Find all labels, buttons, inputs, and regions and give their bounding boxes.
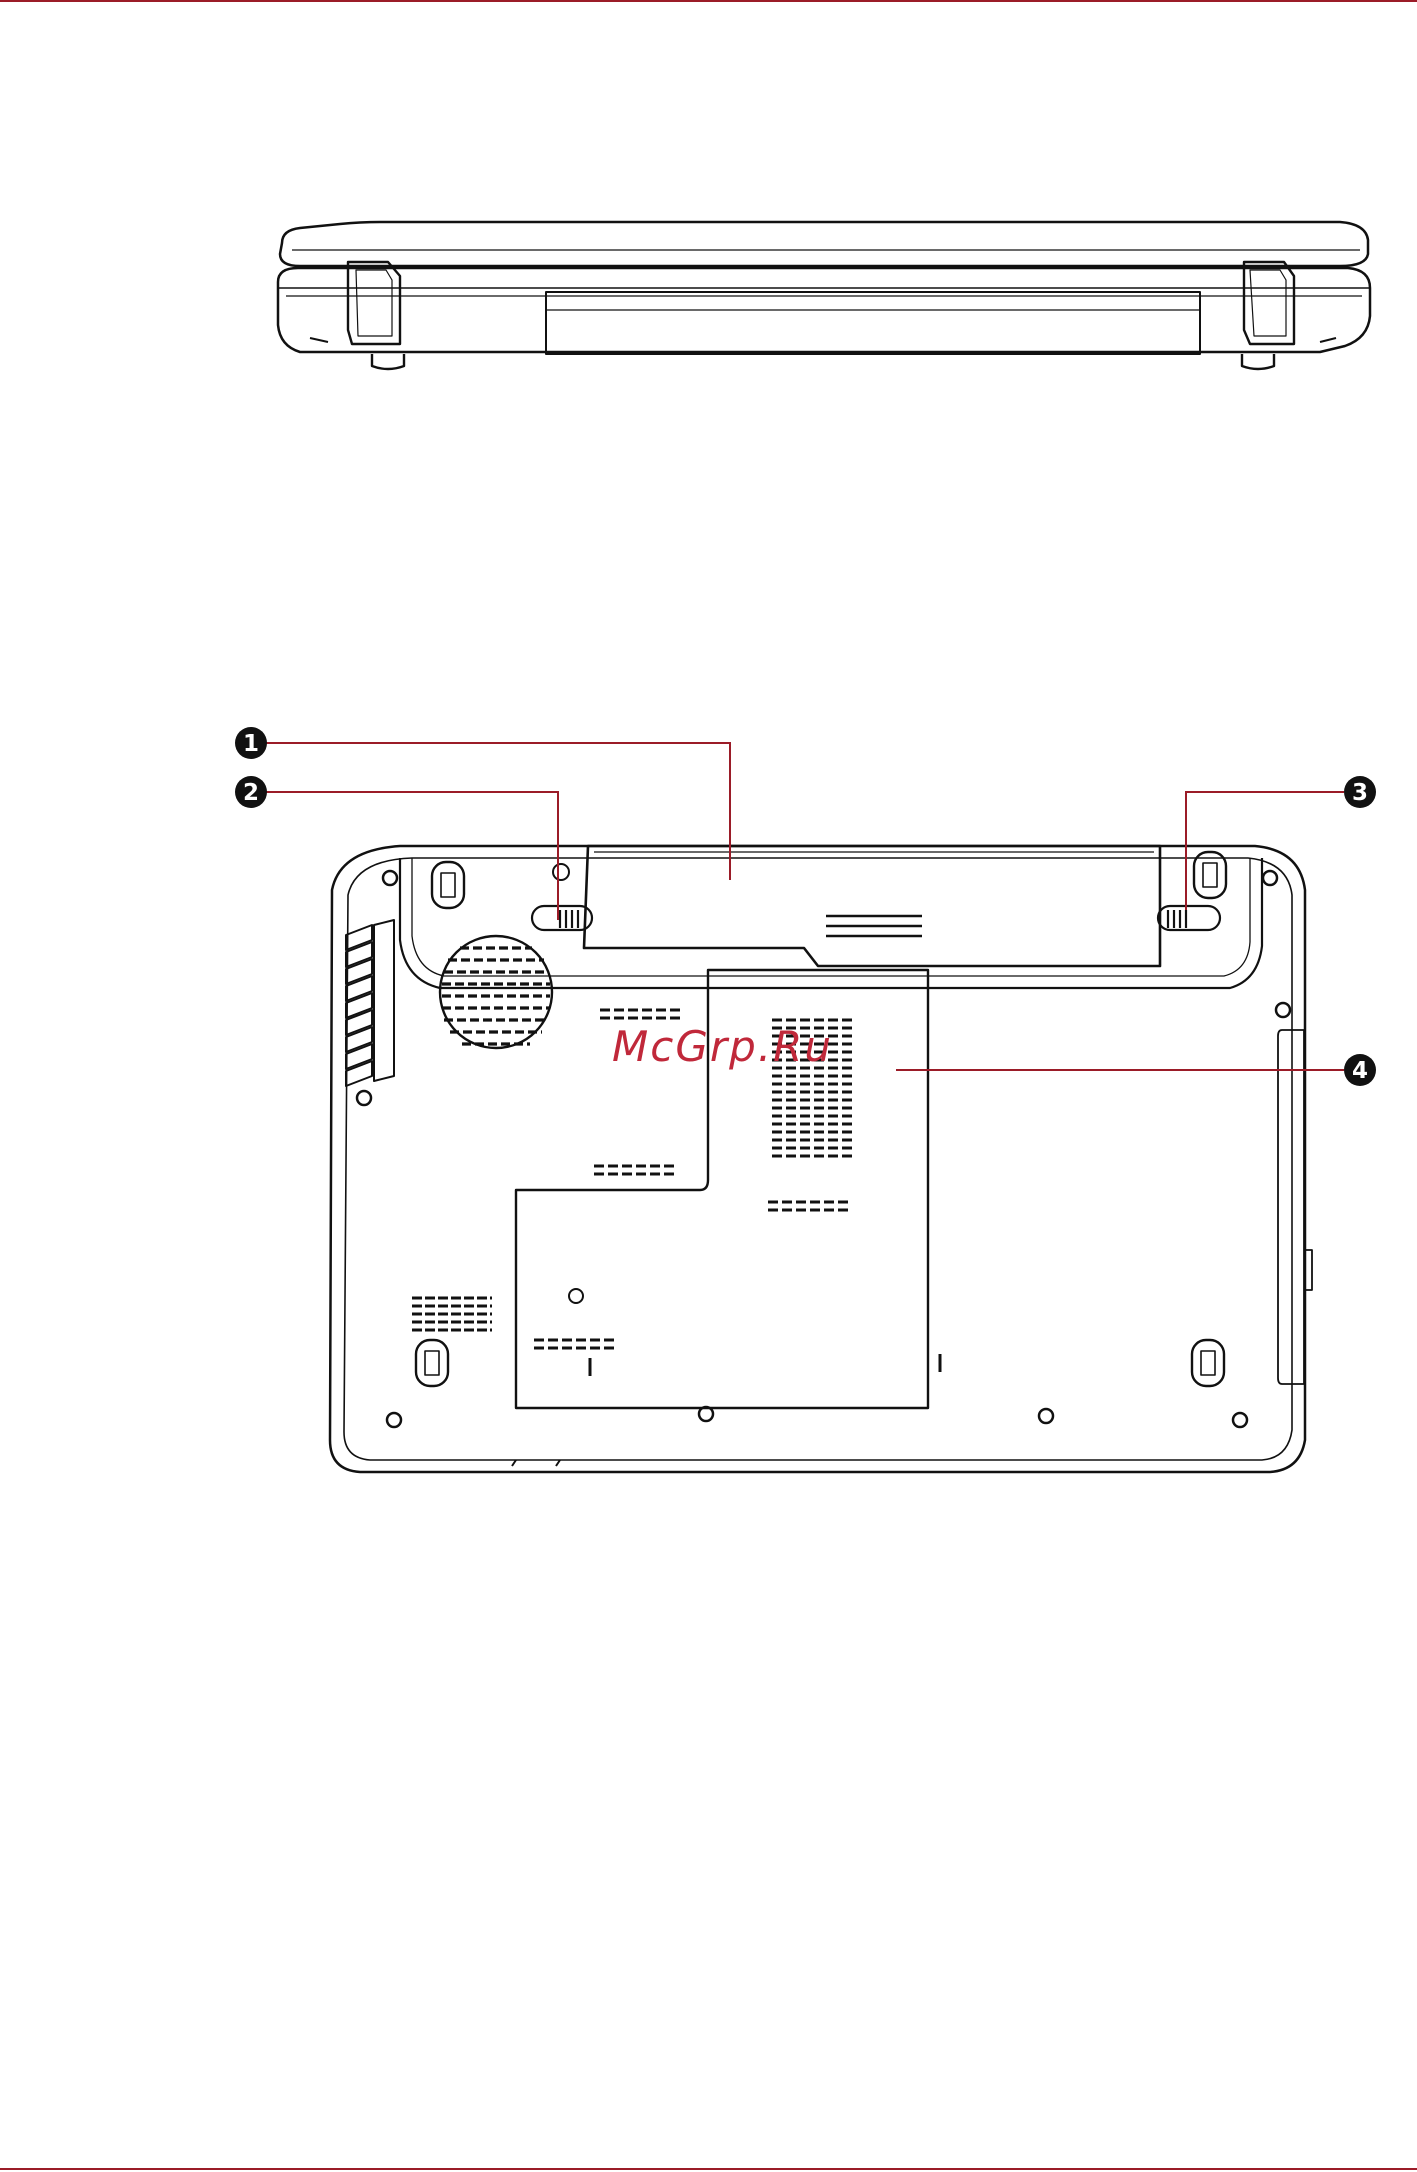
laptop-underside-illustration: 1 2 3 4 — [0, 0, 1417, 1500]
watermark: McGrp.Ru — [612, 1022, 833, 1071]
callout-1-marker: 1 — [235, 727, 267, 759]
battery-well — [400, 858, 1262, 988]
callout-4-marker: 4 — [1344, 1054, 1376, 1086]
callout-3-marker: 3 — [1344, 776, 1376, 808]
callout-2-marker: 2 — [235, 776, 267, 808]
callout-2-number: 2 — [243, 780, 259, 806]
battery-pack — [584, 846, 1160, 966]
callout-1-number: 1 — [243, 731, 259, 757]
callout-1-leader — [266, 743, 730, 880]
footer-rule — [0, 2168, 1417, 2170]
callout-3-number: 3 — [1352, 780, 1368, 806]
callout-4-number: 4 — [1352, 1058, 1368, 1084]
